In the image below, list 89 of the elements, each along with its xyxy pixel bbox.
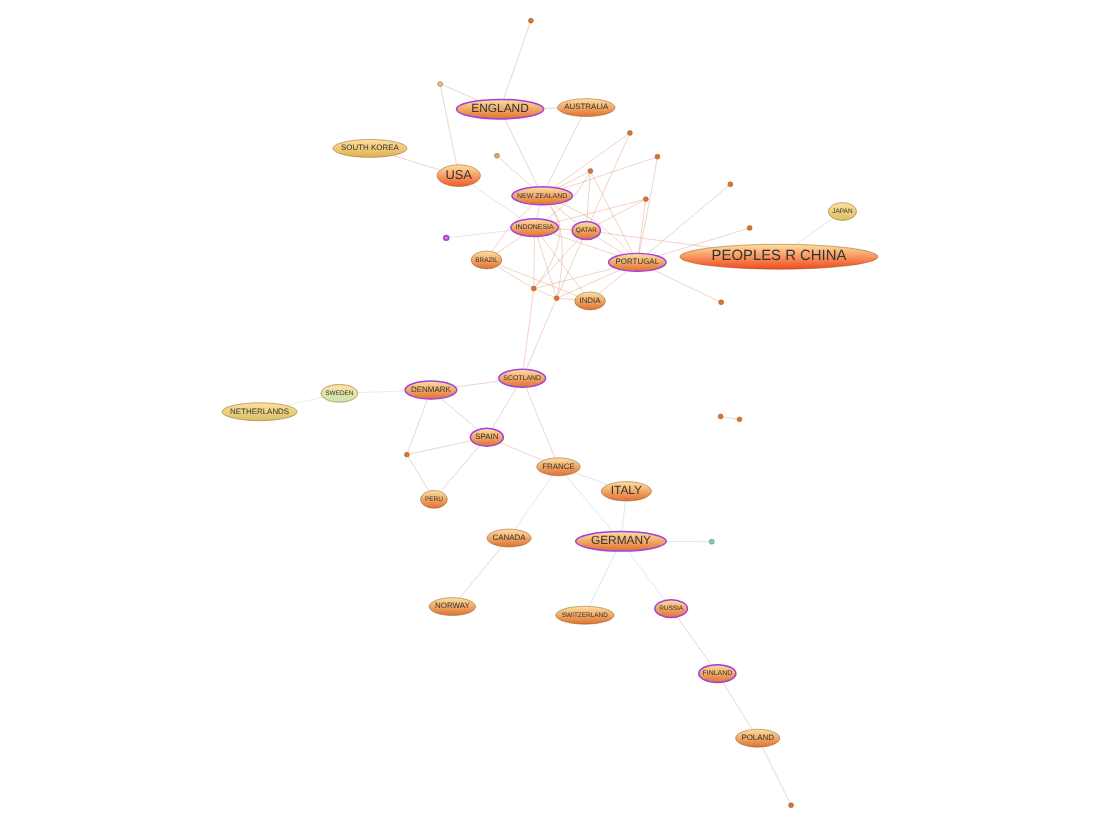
connector bbox=[553, 134, 628, 188]
connector bbox=[554, 199, 644, 223]
connector bbox=[722, 416, 738, 420]
node-circle bbox=[746, 225, 753, 231]
connector bbox=[638, 159, 658, 254]
connector bbox=[722, 681, 753, 730]
connector bbox=[459, 546, 503, 599]
connector bbox=[666, 541, 710, 542]
node-circle bbox=[627, 130, 633, 136]
node-circle bbox=[727, 181, 734, 188]
connector bbox=[535, 204, 560, 287]
node-circle bbox=[443, 234, 450, 242]
node-circle bbox=[494, 153, 500, 159]
connector bbox=[557, 172, 589, 189]
node-circle bbox=[528, 18, 534, 24]
node-circle bbox=[654, 154, 661, 160]
connector bbox=[557, 228, 573, 230]
node-circle bbox=[404, 451, 410, 458]
connector bbox=[407, 398, 428, 453]
node-circle bbox=[717, 413, 724, 420]
connector bbox=[514, 475, 553, 530]
connector bbox=[565, 475, 614, 532]
node-circle bbox=[736, 416, 743, 423]
connector bbox=[440, 86, 457, 166]
connector bbox=[442, 84, 480, 101]
connector bbox=[590, 135, 630, 222]
connector bbox=[535, 289, 555, 298]
connector bbox=[440, 398, 479, 430]
connector bbox=[543, 107, 558, 109]
connector bbox=[598, 270, 628, 294]
connector bbox=[525, 300, 556, 370]
connector bbox=[408, 456, 430, 492]
connector bbox=[557, 239, 583, 297]
node-circle bbox=[437, 81, 443, 87]
connector bbox=[574, 472, 609, 485]
node-circle bbox=[718, 299, 724, 306]
connector bbox=[455, 380, 501, 388]
connector bbox=[560, 202, 631, 254]
node-circle bbox=[531, 285, 537, 292]
connector bbox=[548, 204, 563, 296]
connector bbox=[471, 184, 524, 220]
node-circle bbox=[553, 295, 560, 301]
connector bbox=[638, 201, 646, 254]
connector bbox=[647, 185, 729, 254]
connector bbox=[525, 386, 555, 458]
connector bbox=[552, 204, 578, 224]
connector bbox=[491, 204, 534, 252]
connector bbox=[628, 550, 666, 601]
node-ellipse: PEOPLES R CHINA bbox=[679, 244, 879, 270]
connector bbox=[499, 264, 578, 297]
connector bbox=[497, 266, 532, 288]
connector bbox=[503, 22, 531, 100]
connector bbox=[409, 440, 472, 455]
connector bbox=[596, 236, 625, 255]
connector bbox=[523, 290, 534, 370]
connector bbox=[440, 445, 481, 492]
connector bbox=[392, 155, 441, 171]
connector bbox=[795, 218, 834, 245]
connector bbox=[498, 157, 533, 188]
connector bbox=[504, 118, 539, 188]
connector bbox=[558, 269, 621, 298]
connector bbox=[533, 236, 535, 287]
connector bbox=[545, 173, 590, 220]
node-circle bbox=[709, 538, 715, 545]
connector bbox=[491, 386, 518, 429]
node-circle bbox=[643, 196, 649, 202]
node-circle bbox=[788, 802, 794, 808]
connector bbox=[589, 550, 617, 607]
connector bbox=[652, 269, 720, 302]
connector bbox=[536, 267, 616, 289]
connector bbox=[496, 235, 524, 254]
connector bbox=[552, 233, 618, 256]
connector bbox=[286, 397, 323, 406]
connector bbox=[621, 501, 626, 532]
connector bbox=[536, 204, 541, 219]
connector bbox=[676, 616, 712, 666]
connector bbox=[537, 236, 557, 296]
connector bbox=[546, 116, 582, 187]
connector bbox=[586, 173, 591, 222]
connector bbox=[591, 173, 633, 254]
connector bbox=[499, 442, 544, 461]
connector bbox=[761, 746, 791, 804]
node-circle bbox=[587, 168, 594, 174]
connector bbox=[448, 230, 513, 238]
connector bbox=[657, 228, 748, 257]
connector bbox=[559, 298, 576, 300]
connector bbox=[597, 200, 644, 225]
connector bbox=[599, 232, 713, 248]
connector bbox=[561, 157, 656, 190]
